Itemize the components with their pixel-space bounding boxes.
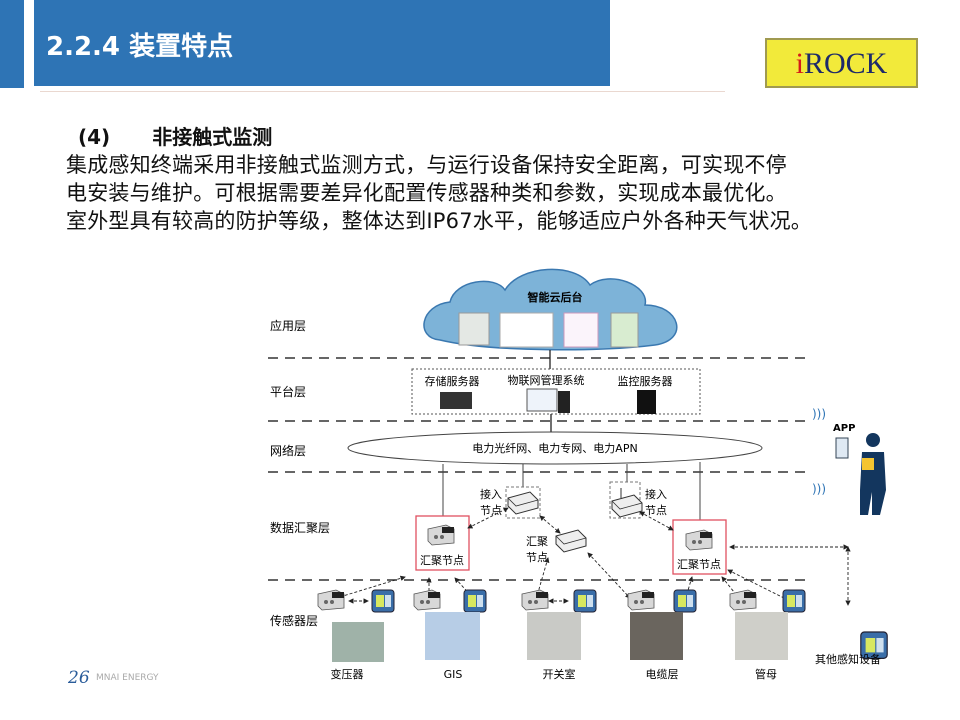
app-screenshot	[499, 312, 554, 348]
site-label: 开关室	[543, 667, 576, 681]
layer-label: 平台层	[270, 384, 306, 399]
site-label: 电缆层	[646, 668, 679, 681]
logo-text: ROCK	[803, 47, 888, 80]
storage-server-icon	[440, 392, 472, 409]
logo-i: i	[795, 47, 804, 80]
pc-tower-icon	[558, 391, 570, 413]
page-number: 26	[68, 668, 90, 688]
transformer-photo	[332, 622, 384, 662]
monitor-server-icon	[637, 390, 656, 414]
paragraph-line: 室外型具有较高的防护等级，整体达到IP67水平，能够适应户外各种天气状况。	[66, 209, 812, 233]
irock-logo: iROCK	[765, 38, 918, 88]
technician-icon	[835, 433, 886, 515]
busbar-photo	[735, 612, 788, 660]
iot-system-label: 物联网管理系统	[508, 373, 585, 387]
paragraph-line: 集成感知终端采用非接触式监测方式，与运行设备保持安全距离，可实现不停	[66, 153, 787, 177]
header-accent-bar	[0, 0, 24, 88]
other-devices-label: 其他感知设备	[815, 652, 881, 666]
access-node-icon	[611, 494, 643, 518]
access-node-label: 节点	[480, 504, 502, 517]
cable-layer-photo	[630, 612, 683, 660]
switchroom-photo	[527, 612, 581, 660]
monitor-icon	[526, 388, 558, 412]
storage-server-label: 存储服务器	[425, 374, 480, 388]
aggregation-node-label: 节点	[526, 551, 548, 564]
divider	[40, 91, 725, 92]
site-label: 管母	[755, 667, 777, 681]
layer-label: 数据汇聚层	[270, 520, 330, 535]
access-node-icon	[507, 491, 539, 515]
gis-photo	[425, 612, 480, 660]
section-number: (4)	[78, 125, 111, 149]
app-screenshot	[563, 312, 599, 348]
page-title: 2.2.4 装置特点	[46, 32, 234, 62]
network-cloud	[347, 431, 763, 465]
aggregation-node-label: 汇聚节点	[677, 558, 721, 571]
access-node-box	[609, 481, 641, 519]
app-label: APP	[833, 423, 855, 434]
platform-box	[411, 368, 701, 415]
site-label: 变压器	[331, 667, 364, 681]
access-node-label: 节点	[645, 504, 667, 517]
footer-brand: MNAI ENERGY	[96, 673, 159, 683]
title-bar	[34, 0, 610, 86]
access-node-label: 接入	[645, 488, 667, 501]
access-node-label: 接入	[480, 488, 502, 501]
site-label: GIS	[444, 668, 463, 681]
aggregation-node-label: 汇聚	[526, 535, 548, 548]
section-title: 非接触式监测	[152, 125, 273, 149]
wireless-icon: )))	[812, 482, 826, 496]
aggregation-node-label: 汇聚节点	[420, 554, 464, 567]
wireless-icon: )))	[812, 407, 826, 421]
monitor-server-label: 监控服务器	[618, 374, 673, 388]
paragraph-line: 电安装与维护。可根据需要差异化配置传感器种类和参数，实现成本最优化。	[66, 181, 787, 205]
section-heading: (4) 非接触式监测	[78, 121, 314, 150]
network-label: 电力光纤网、电力专网、电力APN	[472, 441, 637, 455]
access-node-box	[505, 486, 541, 519]
aggregation-node-mid-icon	[555, 529, 587, 553]
app-screenshot	[610, 312, 639, 348]
layer-label: 应用层	[270, 318, 306, 333]
layer-label: 网络层	[270, 443, 306, 458]
cloud-title: 智能云后台	[528, 290, 583, 304]
layer-label: 传感器层	[270, 613, 318, 628]
app-screenshot	[458, 312, 490, 346]
